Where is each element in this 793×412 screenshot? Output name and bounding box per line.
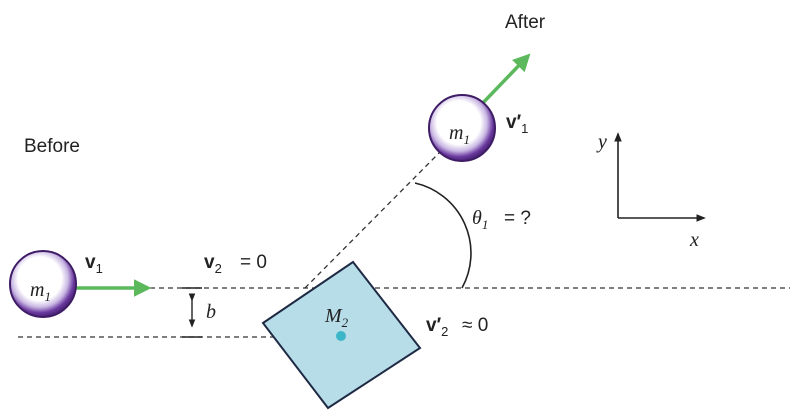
theta-label: θ1: [472, 207, 488, 232]
m1-after-label: m1: [449, 122, 470, 147]
m2-label: M2: [324, 305, 349, 330]
after-label: After: [505, 12, 546, 33]
v2-label: v2: [204, 252, 222, 276]
ball-m1-after: [428, 94, 496, 162]
v1-prime-label: v′1: [506, 112, 528, 136]
v1-label: v1: [85, 252, 103, 276]
v1-prime-arrow: [476, 53, 531, 110]
ball-m1-before: [9, 250, 77, 318]
theta-equals-label: = ?: [504, 208, 531, 229]
y-axis-label: y: [596, 131, 607, 153]
before-label: Before: [24, 136, 80, 157]
b-label: b: [206, 301, 216, 323]
theta-arc: [414, 182, 472, 289]
m1-before-label: m1: [30, 279, 51, 304]
v2-prime-label: v′2: [426, 315, 448, 339]
block-center-dot: [336, 331, 346, 341]
outgoing-path-line: [304, 151, 441, 289]
v2-equals-label: = 0: [240, 252, 267, 273]
x-axis-label: x: [689, 229, 699, 251]
v2-prime-equals-label: ≈ 0: [462, 315, 488, 336]
